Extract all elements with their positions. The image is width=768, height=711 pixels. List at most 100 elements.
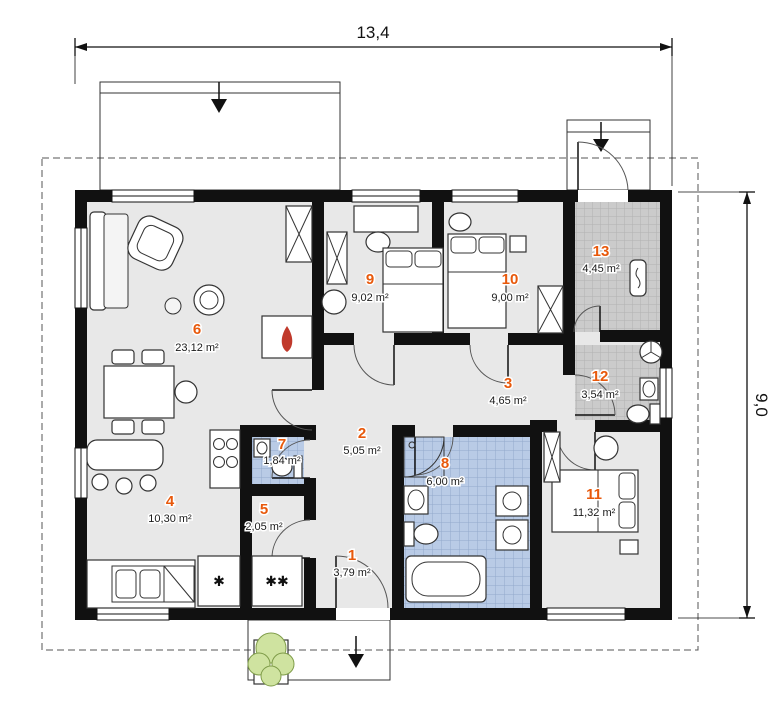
nightstand-icon — [619, 539, 639, 555]
door-arc-room-6 — [271, 389, 313, 431]
wardrobe-icon — [543, 431, 561, 483]
armchair-icon — [127, 215, 184, 271]
chair-icon — [448, 212, 472, 232]
svg-text:✱✱: ✱✱ — [265, 573, 288, 589]
windows — [74, 189, 673, 621]
stool-icon — [115, 477, 133, 495]
desk-icon — [353, 205, 419, 233]
dining-table-icon — [103, 349, 198, 435]
window — [659, 367, 673, 419]
door-arc-entrance — [335, 555, 389, 609]
wardrobe-icon — [326, 231, 348, 285]
room-12-number: 12 — [592, 368, 609, 385]
washing-machine-icon — [495, 485, 529, 517]
room-10-number: 10 — [502, 271, 519, 288]
sofa-seat-icon — [103, 213, 129, 309]
porch-bottom — [247, 619, 391, 687]
living-room-furniture — [86, 205, 313, 495]
door-arc-room-13 — [573, 305, 601, 333]
door-arc-room-9 — [353, 344, 395, 386]
freezer-icon: ✱✱ — [251, 555, 303, 607]
entrance-arrow-icon — [348, 654, 364, 668]
porch-top — [566, 119, 651, 191]
bedroom-10-furniture — [447, 212, 564, 334]
room-11-area: 11,32 m² — [573, 507, 616, 519]
chair-icon — [365, 231, 391, 253]
bathtub-icon — [405, 555, 487, 603]
room-2-area: 5,05 m² — [343, 445, 381, 457]
chair-icon — [593, 435, 619, 461]
dimension-width: 13,4 — [74, 23, 673, 186]
window — [351, 189, 421, 203]
toilet-icon — [403, 521, 439, 547]
svg-text:✱: ✱ — [213, 573, 225, 589]
room-2-number: 2 — [358, 425, 366, 442]
dimension-height-label: 9,0 — [752, 393, 768, 417]
pouf-icon — [193, 284, 225, 316]
room-9-area: 9,02 m² — [351, 292, 389, 304]
room-3-number: 3 — [504, 375, 512, 392]
bedroom-9-furniture — [321, 205, 444, 333]
porch-arrow-icon — [593, 139, 609, 152]
stool-icon — [139, 474, 157, 492]
entrance-opening — [336, 608, 390, 620]
room-6-area: 23,12 m² — [175, 342, 219, 354]
stove-icon — [209, 429, 241, 489]
water-heater-icon — [629, 259, 647, 297]
kitchen-counter-icon — [86, 559, 196, 609]
door-arc-room-8 — [414, 436, 454, 476]
dishwasher-icon — [163, 565, 195, 603]
window — [74, 227, 88, 309]
fireplace-icon — [261, 315, 313, 359]
pouf-inner — [199, 290, 219, 310]
door-arc-back — [577, 141, 629, 191]
room-labels: 1 3,79 m² 2 5,05 m² 3 4,65 m² 4 10,30 m²… — [147, 242, 622, 581]
bathroom-12-fixtures — [626, 340, 663, 425]
room-5-number: 5 — [260, 501, 268, 518]
dimension-height: 9,0 — [678, 191, 768, 619]
window — [96, 607, 170, 621]
wc-7-fixtures — [253, 438, 303, 479]
shower-icon — [403, 436, 445, 478]
wardrobe-icon — [537, 285, 564, 334]
door-arc-room-12 — [574, 374, 616, 416]
room-4-number: 4 — [166, 493, 175, 510]
room-1-number: 1 — [348, 547, 356, 564]
room-11-number: 11 — [586, 486, 602, 503]
sink-icon — [403, 485, 429, 515]
bathroom-8-fixtures — [403, 436, 529, 603]
room-9-number: 9 — [366, 271, 374, 288]
sink-icon — [253, 438, 271, 458]
dimension-width-label: 13,4 — [356, 23, 389, 42]
back-door-opening — [578, 190, 628, 202]
bed-icon — [551, 469, 639, 533]
terrace-arrow-icon — [211, 99, 227, 113]
door-arc-room-5 — [271, 519, 311, 559]
window — [74, 447, 88, 499]
window — [546, 607, 626, 621]
room-12-area: 3,54 m² — [581, 389, 619, 401]
bedroom-11-furniture — [543, 431, 639, 555]
room-8-number: 8 — [441, 455, 449, 472]
fridge-icon: ✱ — [197, 555, 241, 607]
toilet-icon — [626, 403, 661, 425]
sink-icon — [639, 377, 659, 401]
nightstand-icon — [509, 235, 527, 253]
pouf-icon — [321, 289, 347, 315]
terrace — [99, 81, 341, 191]
bed-icon — [447, 233, 507, 329]
side-table-icon — [164, 297, 182, 315]
room-3-area: 4,65 m² — [489, 395, 527, 407]
toilet-icon — [271, 455, 303, 479]
washing-machine-icon — [495, 519, 529, 551]
room-1-area: 3,79 m² — [333, 567, 371, 579]
door-arc-room-10 — [469, 344, 509, 384]
bed-icon — [382, 247, 444, 333]
kitchen-furniture: ✱ ✱✱ — [86, 429, 303, 609]
bookshelf-icon — [285, 205, 313, 263]
room-7-number: 7 — [278, 436, 286, 453]
stool-icon — [91, 473, 109, 491]
room-5-area: 2,05 m² — [245, 521, 283, 533]
